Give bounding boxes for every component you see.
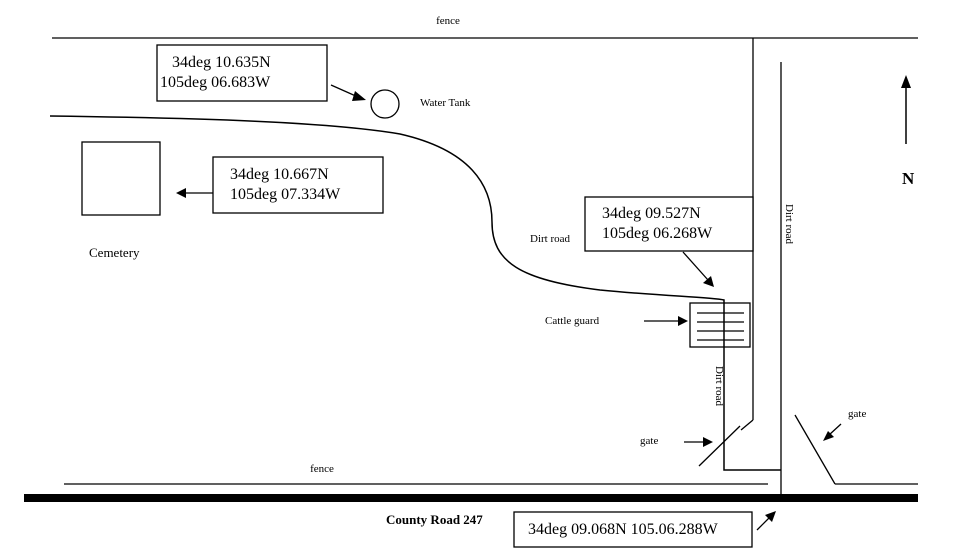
fence-bottom-label: fence: [310, 463, 334, 475]
dirt-road-right-label: Dirt road: [783, 204, 795, 245]
coord-cattle-guard-lat: 34deg 09.527N: [602, 205, 701, 222]
dirt-road-lower-label: Dirt road: [713, 366, 725, 407]
dirt-road-curve: [49, 115, 781, 471]
gate-left-label: gate: [640, 435, 658, 447]
coord-water-tank-lat: 34deg 10.635N: [172, 54, 271, 71]
gate-left-symbol: [698, 425, 741, 467]
county-road-label: County Road 247: [386, 512, 483, 527]
coord-cemetery-lon: 105deg 07.334W: [230, 186, 341, 203]
coord-box-cattle-guard: 34deg 09.527N 105deg 06.268W: [584, 196, 754, 252]
coord-cemetery-lat: 34deg 10.667N: [230, 166, 329, 183]
gate-right-symbol: [794, 414, 836, 485]
cemetery-symbol: [81, 141, 161, 216]
water-tank-label: Water Tank: [420, 97, 471, 109]
gate-left-arrow: [684, 437, 713, 447]
coord-county-road: 34deg 09.068N 105.06.288W: [528, 521, 719, 538]
arrow-to-water-tank: [330, 84, 366, 101]
coord-water-tank-lon: 105deg 06.683W: [160, 74, 271, 91]
cattle-guard-label: Cattle guard: [545, 315, 600, 327]
gate-right-arrow: [823, 423, 842, 441]
coord-box-county-road: 34deg 09.068N 105.06.288W: [513, 511, 753, 548]
fence-lower-segment: [740, 419, 754, 431]
arrow-to-county-road: [756, 511, 776, 531]
cemetery-label: Cemetery: [89, 245, 140, 260]
fence-top-label: fence: [436, 15, 460, 27]
north-label: N: [902, 169, 915, 188]
county-road-line: [24, 494, 918, 502]
cattle-guard-symbol: [689, 302, 751, 348]
dirt-road-label: Dirt road: [530, 233, 571, 245]
arrow-to-cemetery: [176, 188, 213, 198]
coord-cattle-guard-lon: 105deg 06.268W: [602, 225, 713, 242]
cattle-guard-arrow: [644, 316, 688, 326]
water-tank-symbol: [370, 89, 400, 119]
coord-box-cemetery: 34deg 10.667N 105deg 07.334W: [212, 156, 384, 214]
gate-right-label: gate: [848, 408, 866, 420]
arrow-to-cattle-guard: [682, 251, 714, 287]
coord-box-water-tank: 34deg 10.635N 105deg 06.683W: [156, 44, 328, 102]
north-arrow-icon: [901, 75, 911, 144]
